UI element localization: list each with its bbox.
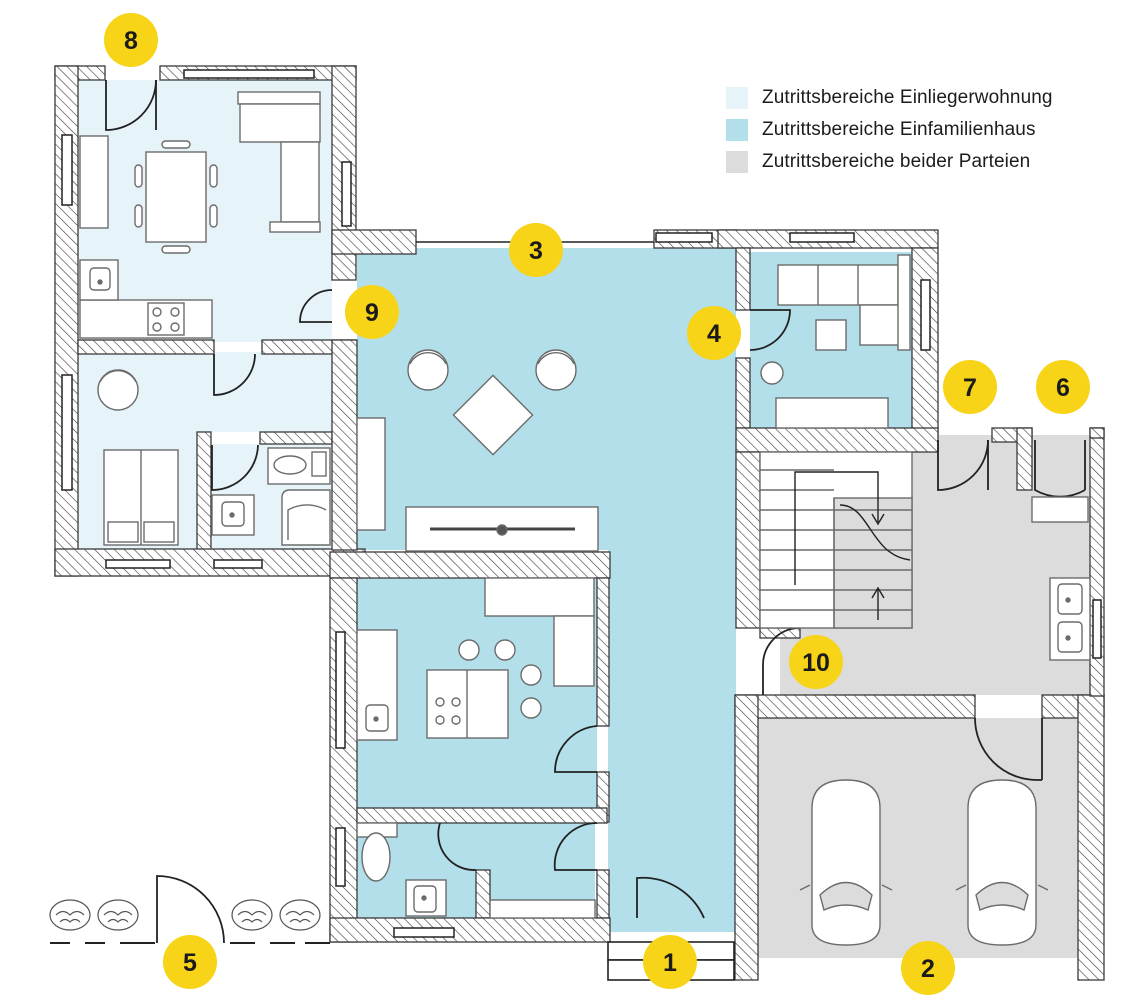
windows	[61, 69, 1102, 938]
legend-label: Zutrittsbereiche Einliegerwohnung	[762, 87, 1053, 108]
marker-label: 6	[1056, 374, 1070, 402]
marker-label: 8	[124, 27, 138, 55]
marker-label: 5	[183, 949, 197, 977]
house-hallway	[608, 248, 736, 932]
shrub-icon	[279, 899, 321, 931]
legend-item-house: Zutrittsbereiche Einfamilienhaus	[726, 114, 1053, 146]
marker-label: 2	[921, 955, 935, 983]
legend-item-apartment: Zutrittsbereiche Einliegerwohnung	[726, 82, 1053, 114]
sideboard	[356, 417, 386, 531]
legend-swatch-apartment	[726, 87, 748, 109]
marker-label: 9	[365, 299, 379, 327]
area-marker-1: 1	[643, 935, 697, 989]
shrub-icons	[49, 899, 321, 931]
marker-circle	[1036, 360, 1090, 414]
legend-item-shared: Zutrittsbereiche beider Parteien	[726, 146, 1053, 178]
legend-swatch-house	[726, 119, 748, 141]
legend-label: Zutrittsbereiche beider Parteien	[762, 151, 1031, 172]
marker-circle	[687, 306, 741, 360]
area-marker-3: 3	[509, 223, 563, 277]
apartment-dining-table	[145, 151, 207, 243]
marker-circle	[789, 635, 843, 689]
marker-label: 10	[802, 649, 830, 677]
apartment-hall	[208, 352, 332, 432]
area-markers: 1 2 3 4 5 6 7 8 9 10	[104, 13, 1090, 995]
marker-circle	[345, 285, 399, 339]
marker-circle	[643, 935, 697, 989]
legend: Zutrittsbereiche Einliegerwohnung Zutrit…	[726, 82, 1053, 178]
coffee-table	[452, 374, 534, 456]
area-marker-10: 10	[789, 635, 843, 689]
apartment-bench	[79, 135, 109, 229]
area-marker-4: 4	[687, 306, 741, 360]
marker-label: 3	[529, 237, 543, 265]
area-marker-5: 5	[163, 935, 217, 989]
shrub-icon	[97, 899, 139, 931]
door-swings	[105, 79, 1086, 944]
legend-swatch-shared	[726, 151, 748, 173]
apartment-sofa-back	[237, 91, 321, 105]
car-icon	[799, 779, 893, 946]
shared-utility-area	[780, 435, 1090, 695]
shrub-icon	[49, 899, 91, 931]
marker-label: 4	[707, 320, 721, 348]
legend-label: Zutrittsbereiche Einfamilienhaus	[762, 119, 1036, 140]
marker-circle	[509, 223, 563, 277]
area-marker-2: 2	[901, 941, 955, 995]
shrub-icon	[231, 899, 273, 931]
area-marker-6: 6	[1036, 360, 1090, 414]
armchair-icon	[97, 369, 139, 411]
lounge-chair-icon	[407, 349, 449, 391]
car-icon	[955, 779, 1049, 946]
marker-label: 1	[663, 949, 677, 977]
area-marker-8: 8	[104, 13, 158, 67]
marker-circle	[104, 13, 158, 67]
area-marker-9: 9	[345, 285, 399, 339]
staircase	[759, 451, 913, 629]
furniture	[79, 91, 1091, 946]
apartment-kitchen-counter	[79, 299, 213, 339]
lounge-chair-icon	[535, 349, 577, 391]
marker-circle	[943, 360, 997, 414]
marker-circle	[901, 941, 955, 995]
marker-label: 7	[963, 374, 977, 402]
area-marker-7: 7	[943, 360, 997, 414]
marker-circle	[163, 935, 217, 989]
